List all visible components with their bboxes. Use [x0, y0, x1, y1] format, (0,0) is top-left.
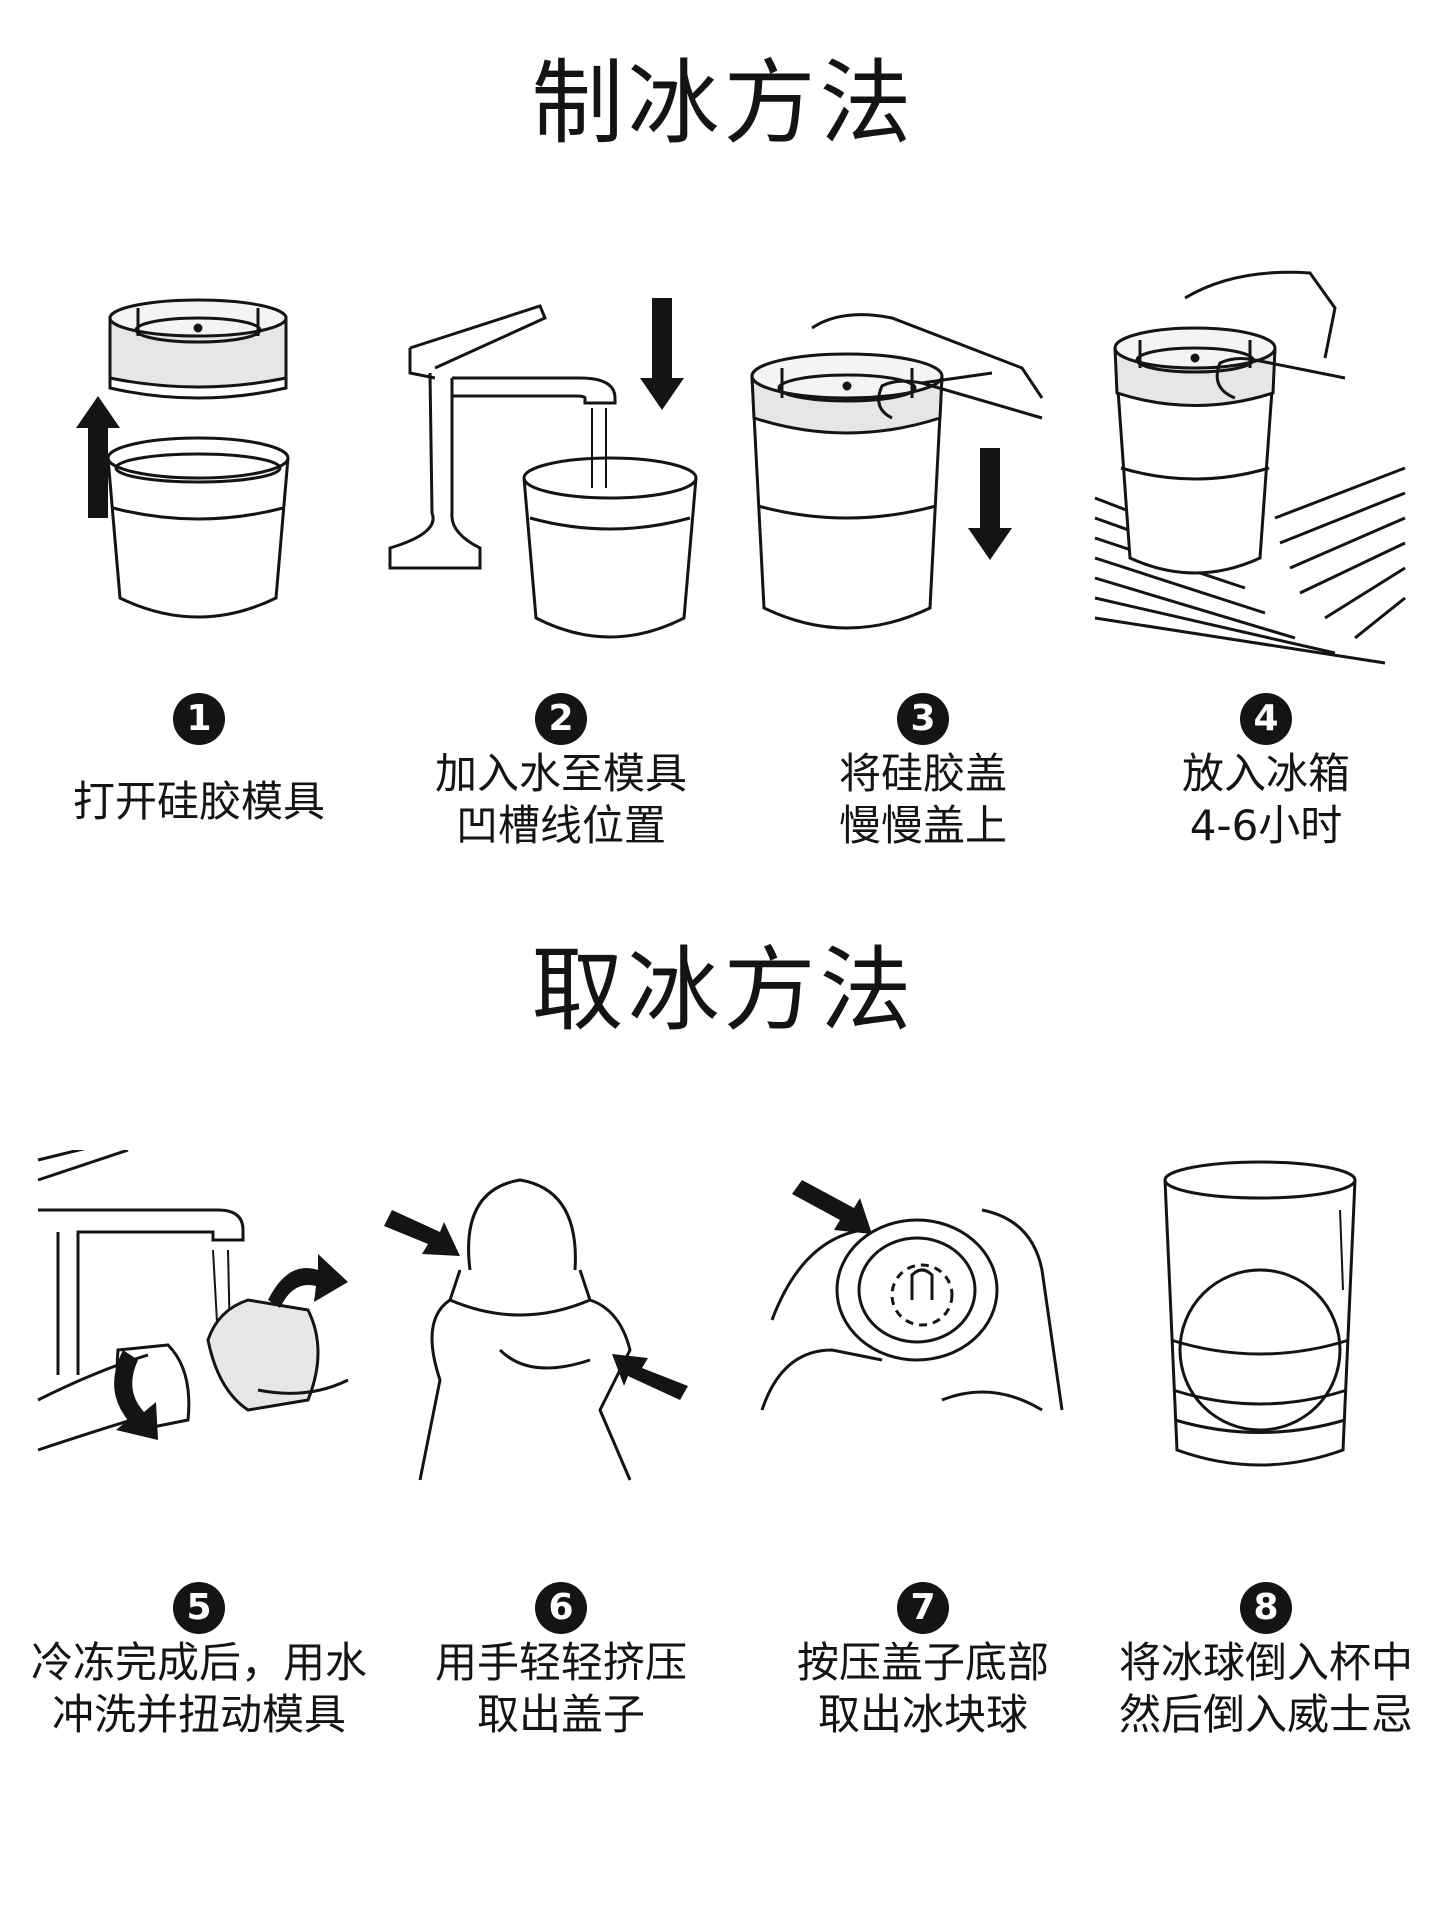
rotate-arrow-icon — [114, 1350, 158, 1440]
fill-water-illustration — [388, 298, 698, 639]
cover-lid-illustration — [750, 313, 1044, 630]
step-caption: 按压盖子底部 取出冰块球 — [796, 1638, 1049, 1739]
section-title-making: 制冰方法 — [531, 50, 916, 157]
press-bottom-illustration — [760, 1180, 1064, 1412]
step-caption: 放入冰箱 4-6小时 — [1181, 749, 1350, 850]
step-number-badge: 3 — [897, 693, 949, 745]
arrow-down-icon — [640, 298, 684, 410]
arrow-down-icon — [968, 448, 1012, 560]
step-number-badge: 2 — [535, 693, 587, 745]
freezer-illustration — [1094, 270, 1406, 665]
rinse-twist-illustration — [37, 1150, 349, 1452]
arrow-icon — [384, 1210, 460, 1256]
glass-ice-ball-illustration — [1163, 1160, 1357, 1467]
step-caption: 加入水至模具 凹槽线位置 — [434, 749, 687, 850]
arrow-icon — [612, 1354, 688, 1400]
step-caption: 将冰球倒入杯中 然后倒入威士忌 — [1118, 1638, 1413, 1739]
step-number-badge: 6 — [535, 1582, 587, 1634]
rotate-arrow-icon — [268, 1254, 348, 1308]
step-caption: 用手轻轻挤压 取出盖子 — [434, 1638, 687, 1739]
step-number-badge: 8 — [1240, 1582, 1292, 1634]
step-number-badge: 1 — [173, 693, 225, 745]
step-caption: 将硅胶盖 慢慢盖上 — [838, 749, 1007, 850]
step-number-badge: 5 — [173, 1582, 225, 1634]
step-caption: 冷冻完成后，用水 冲洗并扭动模具 — [30, 1638, 367, 1739]
section-title-removing: 取冰方法 — [531, 937, 916, 1044]
arrow-up-icon — [76, 396, 120, 518]
open-mold-illustration — [76, 298, 290, 619]
arrow-icon — [792, 1180, 872, 1234]
step-caption: 打开硅胶模具 — [72, 777, 325, 826]
step-number-badge: 4 — [1240, 693, 1292, 745]
step-number-badge: 7 — [897, 1582, 949, 1634]
squeeze-lid-illustration — [384, 1178, 688, 1481]
